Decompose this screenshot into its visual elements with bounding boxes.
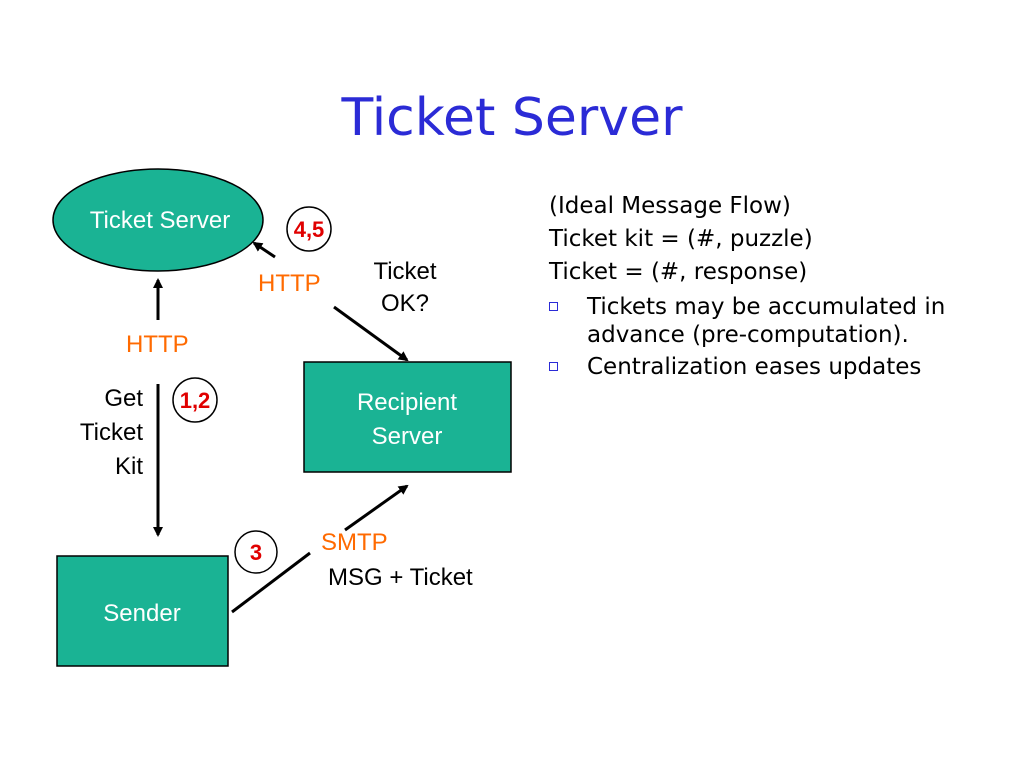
flow-notes: (Ideal Message Flow) Ticket kit = (#, pu…: [549, 190, 1009, 381]
http-label-top: HTTP: [258, 270, 321, 297]
note-line-2: Ticket kit = (#, puzzle): [549, 226, 813, 252]
note-line-3: Ticket = (#, response): [549, 259, 808, 285]
step-badge-12-label: 1,2: [180, 388, 211, 413]
get-ticket-kit-line2: Ticket: [80, 419, 143, 446]
smtp-label: SMTP: [321, 529, 388, 556]
ticket-ok-line1: Ticket: [373, 258, 436, 285]
note-line-1: (Ideal Message Flow): [549, 193, 791, 219]
square-bullet-icon: [549, 362, 558, 371]
ticket-server-label: Ticket Server: [90, 207, 230, 234]
recipient-server-label-line2: Server: [372, 423, 443, 450]
recipient-server-label-line1: Recipient: [357, 389, 457, 416]
note-bullet-text: Centralization eases updates: [587, 354, 922, 380]
step-badge-12: 1,2: [172, 377, 218, 423]
slide-title: Ticket Server: [341, 88, 683, 148]
sender-label: Sender: [103, 600, 180, 627]
http-label-left: HTTP: [126, 331, 189, 358]
sender-node: Sender: [56, 555, 229, 667]
step-badge-3-label: 3: [250, 540, 262, 565]
get-ticket-kit-line1: Get: [104, 385, 143, 412]
note-bullets: Tickets may be accumulated in advance (p…: [549, 293, 1009, 381]
get-ticket-kit-line3: Kit: [115, 453, 143, 480]
arrow-to-recipient-server: [344, 484, 409, 532]
smtp-line: [231, 551, 311, 614]
note-bullet-item: Tickets may be accumulated in advance (p…: [549, 293, 1009, 349]
msg-ticket-label: MSG + Ticket: [328, 564, 473, 591]
recipient-server-node: Recipient Server: [303, 361, 512, 473]
note-bullet-text: Tickets may be accumulated in advance (p…: [587, 294, 946, 348]
ticket-ok-line2: OK?: [381, 290, 429, 317]
step-badge-3: 3: [234, 530, 278, 574]
square-bullet-icon: [549, 302, 558, 311]
step-badge-45: 4,5: [286, 206, 332, 252]
arrow-http-to-ticket-server: [252, 241, 276, 259]
ticket-server-node: Ticket Server: [52, 168, 264, 272]
note-bullet-item: Centralization eases updates: [549, 353, 1009, 381]
step-badge-45-label: 4,5: [294, 217, 325, 242]
arrow-ticket-ok: [333, 305, 409, 362]
